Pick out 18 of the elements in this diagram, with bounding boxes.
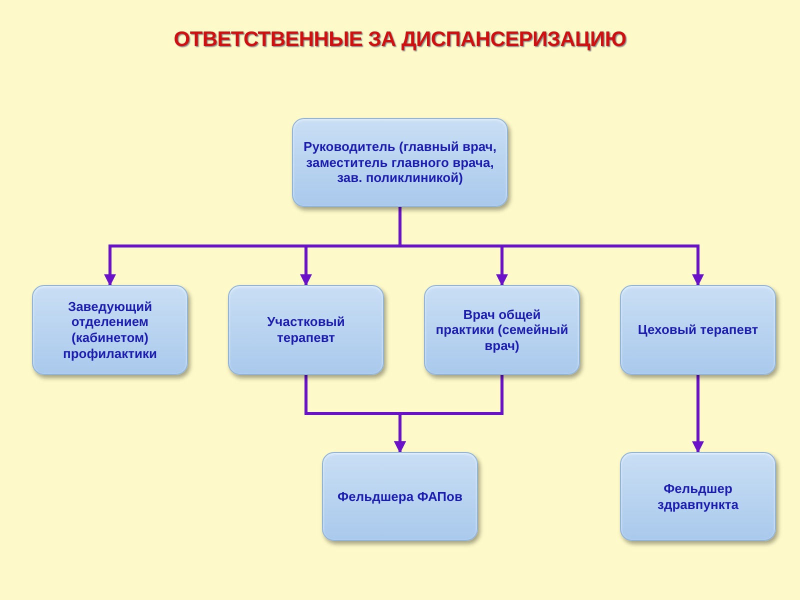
role-label: Фельдшера ФАПов (338, 488, 462, 504)
role-label: Заведующий отделением (кабинетом) профилактики (62, 298, 158, 362)
title: ОТВЕТСТВЕННЫЕ ЗА ДИСПАНСЕРИЗАЦИЮ (174, 28, 626, 51)
role-label: Врач общей практики (семейный врач) (434, 306, 570, 354)
role-box (228, 285, 384, 375)
role-label: Цеховый терапевт (638, 322, 758, 338)
role-box (424, 285, 580, 375)
role-box (32, 285, 188, 375)
role-label: Фельдшер здравпункта (656, 480, 740, 512)
arrow (692, 375, 704, 454)
role-box (620, 452, 776, 541)
role-label: Участковый терапевт (266, 314, 346, 346)
role-label: Руководитель (главный врач, заместитель главного врача, зав. поликлиникой) (302, 139, 498, 186)
arrow (398, 207, 704, 286)
arrow (394, 375, 504, 454)
role-box (322, 452, 478, 541)
role-box (292, 118, 508, 207)
role-box (620, 285, 776, 375)
